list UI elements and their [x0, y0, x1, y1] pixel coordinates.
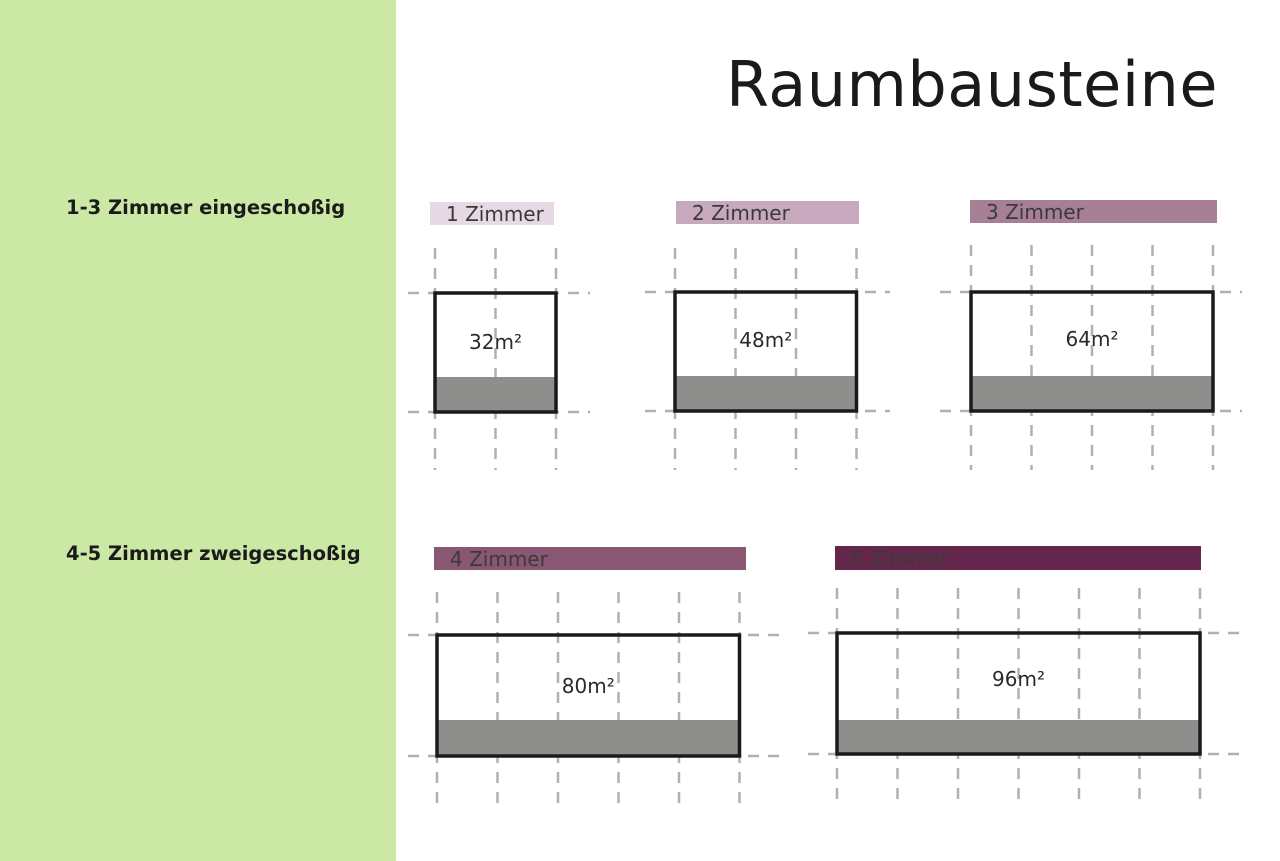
service-zone [435, 377, 556, 412]
room-area-label: 48m² [739, 328, 792, 352]
room-tag [676, 201, 859, 224]
room-tag-label: 1 Zimmer [446, 202, 545, 226]
room-tag-label: 4 Zimmer [450, 547, 549, 571]
room-module-outline [433, 291, 558, 414]
room-module-outline [835, 631, 1202, 756]
room-tag-label: 2 Zimmer [692, 201, 791, 225]
room-area-label: 64m² [1066, 327, 1119, 351]
room-tag [430, 202, 554, 225]
room-tag [835, 546, 1201, 570]
room-tag [970, 200, 1217, 223]
room-tag-label: 3 Zimmer [986, 200, 1085, 224]
row-label-two-storey: 4-5 Zimmer zweigeschoßig [66, 542, 361, 565]
room-module-outline [435, 633, 742, 758]
sidebar: 1-3 Zimmer eingeschoßig 4-5 Zimmer zweig… [0, 0, 396, 861]
room-module-outline [969, 290, 1215, 413]
service-zone [837, 720, 1200, 754]
room-tag [434, 547, 746, 570]
room-area-label: 80m² [562, 674, 615, 698]
room-tag-label: 5 Zimmer [851, 546, 950, 570]
room-area-label: 96m² [992, 667, 1045, 691]
room-area-label: 32m² [469, 330, 522, 354]
service-zone [971, 376, 1213, 411]
room-module-outline [673, 290, 859, 413]
service-zone [675, 376, 857, 411]
page-title: Raumbausteine [726, 48, 1218, 121]
row-label-single-storey: 1-3 Zimmer eingeschoßig [66, 196, 346, 219]
service-zone [437, 720, 740, 756]
